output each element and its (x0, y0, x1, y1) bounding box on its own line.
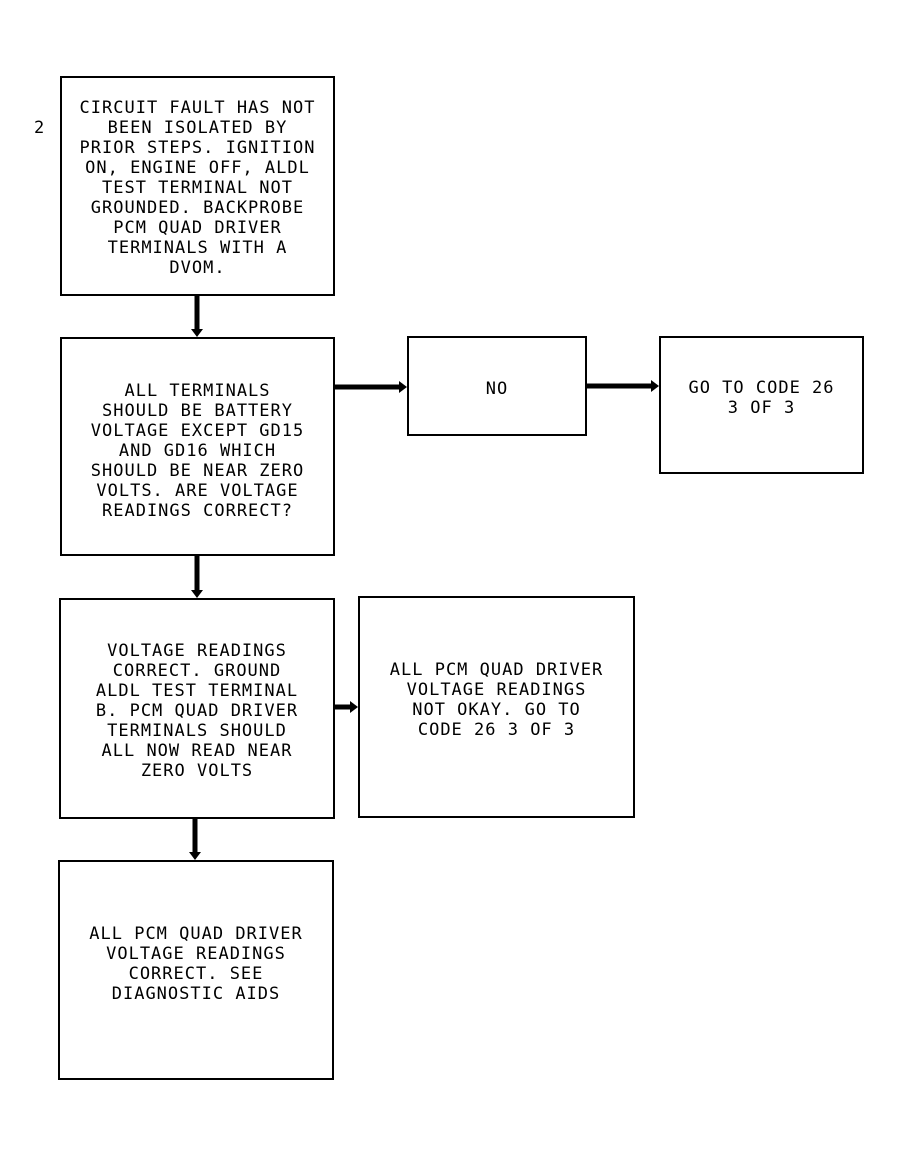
step-number: 2 (34, 118, 45, 138)
readings-correct-text: ALL PCM QUAD DRIVER VOLTAGE READINGS COR… (89, 924, 303, 1004)
step-description-text: CIRCUIT FAULT HAS NOT BEEN ISOLATED BY P… (79, 98, 316, 278)
voltage-check-text: ALL TERMINALS SHOULD BE BATTERY VOLTAGE … (90, 381, 305, 521)
no-text: NO (485, 379, 509, 399)
goto-code-26-text: GO TO CODE 26 3 OF 3 (688, 378, 835, 418)
ground-aldl-text: VOLTAGE READINGS CORRECT. GROUND ALDL TE… (95, 641, 299, 781)
step-description-box: CIRCUIT FAULT HAS NOT BEEN ISOLATED BY P… (60, 76, 335, 296)
arrow-down-2 (191, 556, 203, 598)
arrow-down-3 (189, 819, 201, 860)
arrow-right-3 (335, 701, 358, 713)
arrow-right-1 (335, 381, 407, 393)
arrow-down-1 (191, 296, 203, 337)
ground-aldl-box: VOLTAGE READINGS CORRECT. GROUND ALDL TE… (59, 598, 335, 819)
arrow-right-2 (587, 380, 659, 392)
readings-not-okay-text: ALL PCM QUAD DRIVER VOLTAGE READINGS NOT… (389, 660, 604, 740)
no-box: NO (407, 336, 587, 436)
readings-not-okay-box: ALL PCM QUAD DRIVER VOLTAGE READINGS NOT… (358, 596, 635, 818)
goto-code-26-box: GO TO CODE 26 3 OF 3 (659, 336, 864, 474)
readings-correct-box: ALL PCM QUAD DRIVER VOLTAGE READINGS COR… (58, 860, 334, 1080)
voltage-check-box: ALL TERMINALS SHOULD BE BATTERY VOLTAGE … (60, 337, 335, 556)
